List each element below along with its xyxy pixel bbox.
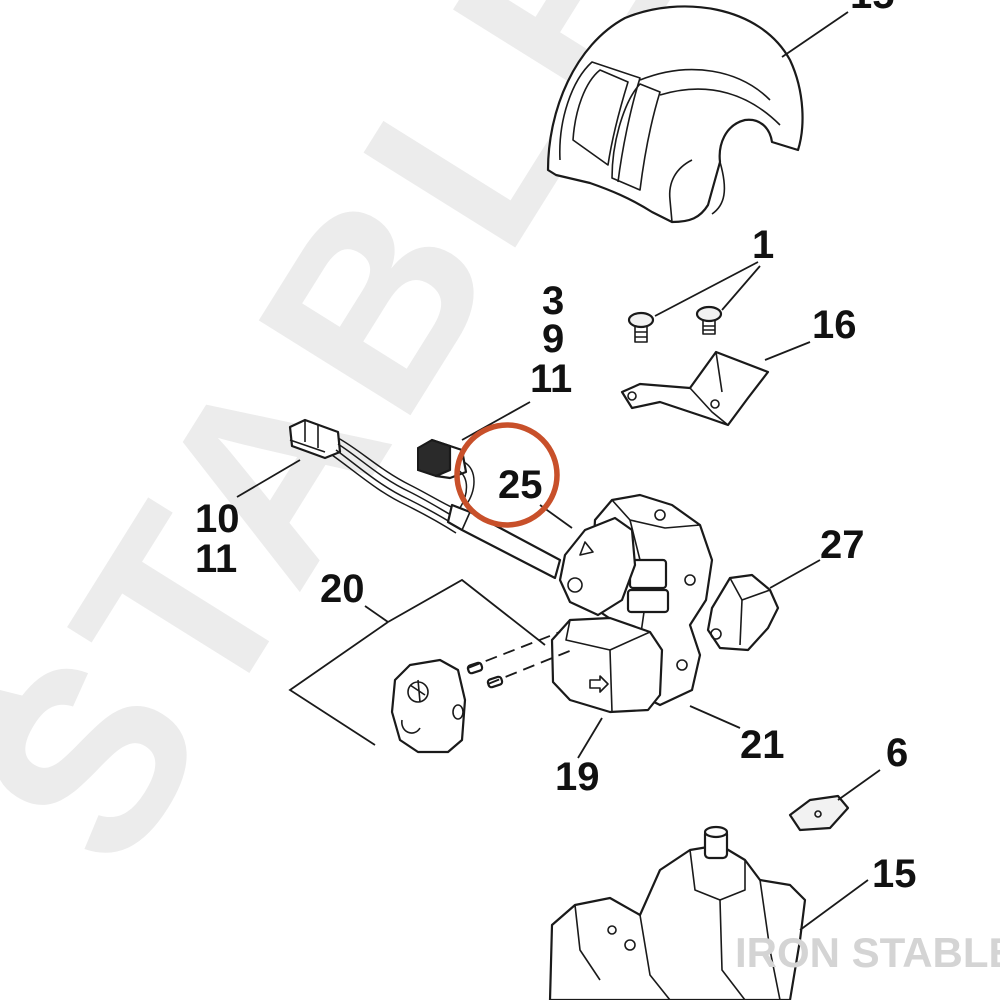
- leader-15-top: [781, 11, 849, 58]
- callout-25: 25: [498, 463, 543, 507]
- cable-sheath: [446, 503, 562, 580]
- callout-15-bottom: 15: [872, 852, 917, 896]
- part-27-actuator: [706, 573, 780, 652]
- leader-lines: [236, 11, 881, 931]
- callout-27: 27: [820, 523, 865, 567]
- leader-10-11: [236, 459, 301, 498]
- part-16-bracket: [620, 350, 770, 427]
- hazard-triangle-icon: [579, 541, 594, 556]
- callout-20: 20: [320, 567, 365, 611]
- part-6-pad: [788, 794, 850, 832]
- leader-19: [577, 717, 603, 759]
- callout-16: 16: [812, 303, 857, 347]
- assembly-line-lower: [487, 649, 573, 685]
- leader-6: [837, 769, 881, 801]
- highlight-ring-25: [454, 422, 560, 528]
- callout-labels: 15 1 3 9 11 16 25 10 11 27 20 21 19 6 15: [195, 0, 917, 896]
- brand-watermark: IRON STABLE: [735, 929, 1000, 976]
- callout-1: 1: [752, 223, 774, 267]
- part-19-lower-switch: [550, 616, 664, 714]
- callout-3: 3: [542, 279, 564, 323]
- leader-20: [364, 605, 389, 623]
- leader-1-left: [654, 261, 759, 317]
- callout-6: 6: [886, 731, 908, 775]
- part-10-connector-harness: [288, 418, 463, 534]
- turn-arrow-icon: [589, 675, 609, 693]
- leader-3-9-11: [461, 401, 531, 441]
- watermark-corner-mark: [0, 690, 40, 760]
- screw-head-right: [695, 305, 723, 323]
- leader-27: [769, 559, 821, 589]
- callout-10: 10: [195, 497, 240, 541]
- callout-9: 9: [542, 317, 564, 361]
- part-15-lower-housing: [548, 825, 807, 1000]
- cap-rotation-icon: [401, 719, 421, 734]
- callout-15-top: 15: [850, 0, 895, 17]
- leader-20-bracket-right: [387, 578, 546, 646]
- leader-21: [689, 705, 741, 729]
- assembly-line-upper: [467, 631, 561, 669]
- screw-head-left: [627, 311, 655, 329]
- callout-11-a: 11: [530, 357, 572, 401]
- callout-19: 19: [555, 755, 600, 799]
- part-15-upper-cover: [546, 5, 804, 224]
- leader-20-bracket-left: [288, 621, 389, 746]
- callout-21: 21: [740, 723, 785, 767]
- leader-16: [764, 341, 811, 361]
- horn-icon: [567, 577, 583, 593]
- part-20-switch-cap: [390, 658, 504, 754]
- upper-switch-button: [558, 516, 637, 617]
- callout-11-b: 11: [195, 537, 237, 581]
- leader-1-right: [721, 265, 761, 311]
- leader-15-bottom: [799, 879, 869, 931]
- cap-symbol-icon: [409, 679, 426, 703]
- part-1-screws: [627, 305, 723, 343]
